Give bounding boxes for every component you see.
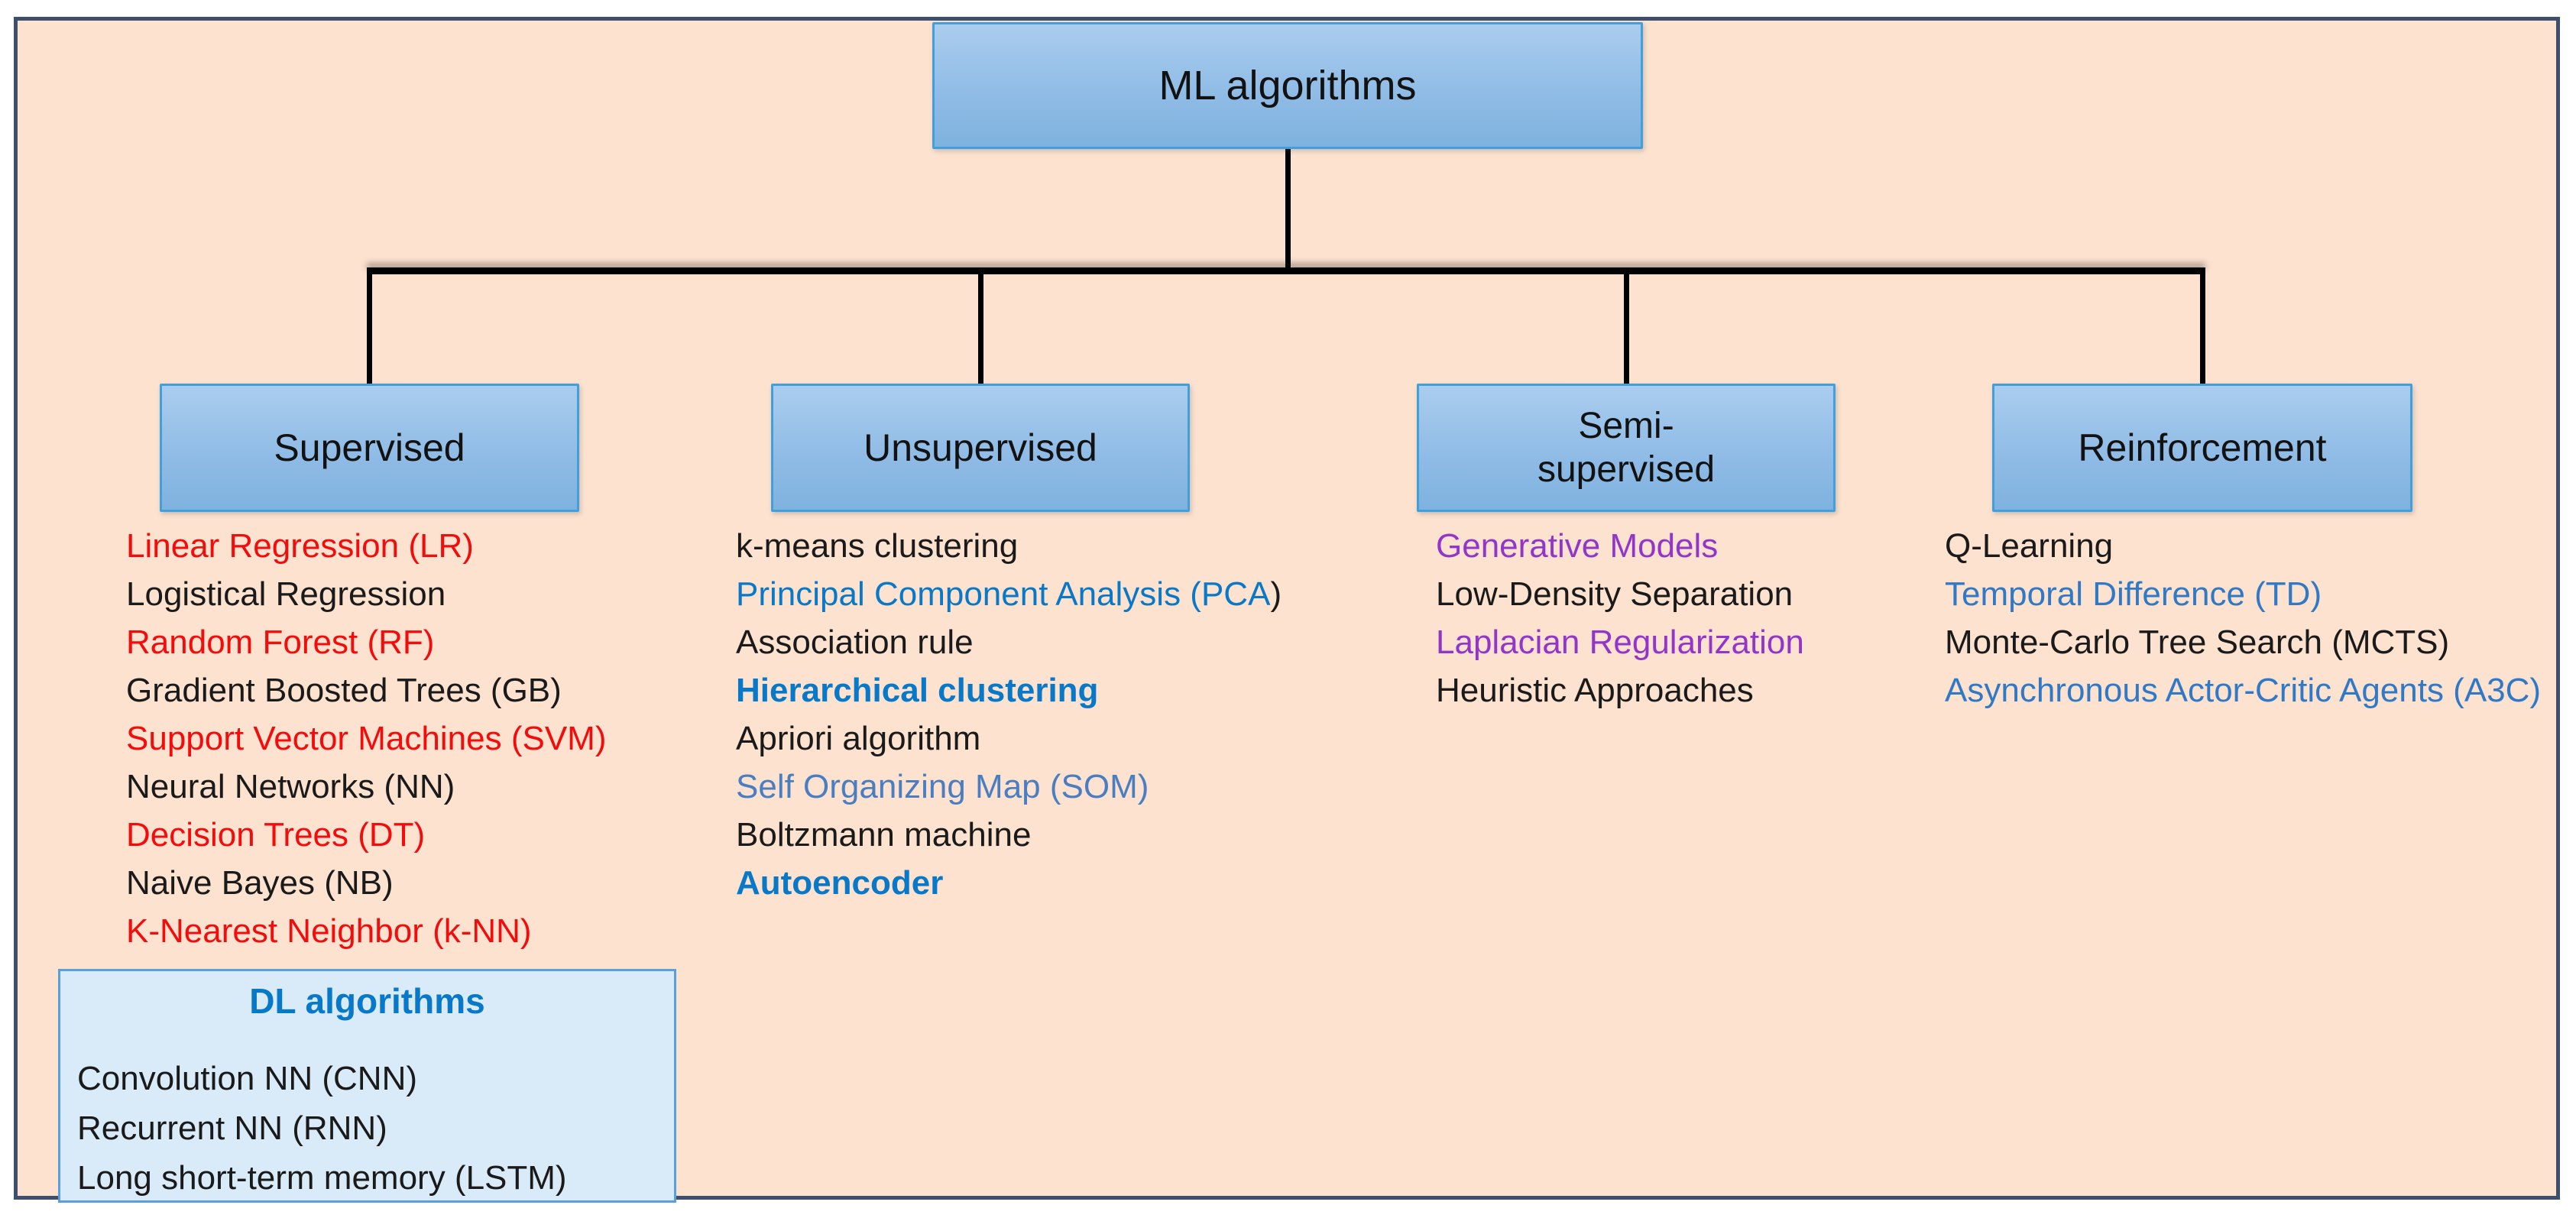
algorithm-item: Random Forest (RF) (126, 624, 435, 661)
category-label: Unsupervised (864, 426, 1097, 469)
algorithm-item: Neural Networks (NN) (126, 768, 455, 805)
root-node-ml-algorithms: ML algorithms (932, 22, 1643, 149)
dl-algorithms-title: DL algorithms (249, 981, 485, 1021)
algorithm-item: Support Vector Machines (SVM) (126, 720, 607, 757)
dl-algorithms-box: DL algorithms Convolution NN (CNN) Recurr… (58, 969, 676, 1203)
connector-drop-supervised (367, 274, 372, 384)
connector-root-stem (1285, 149, 1291, 269)
algorithm-item: Generative Models (1436, 527, 1719, 565)
dl-algorithm-item: Convolution NN (CNN) (77, 1060, 418, 1097)
algorithm-item: Decision Trees (DT) (126, 816, 426, 854)
dl-algorithm-item: Recurrent NN (RNN) (77, 1109, 387, 1147)
category-label: Reinforcement (2078, 426, 2327, 469)
algorithm-item: Self Organizing Map (SOM) (736, 768, 1149, 805)
algorithm-item: Gradient Boosted Trees (GB) (126, 672, 562, 709)
algorithm-item: K-Nearest Neighbor (k-NN) (126, 912, 532, 950)
algorithm-item: Logistical Regression (126, 575, 446, 613)
category-node-unsupervised: Unsupervised (771, 384, 1190, 512)
algorithm-item: Apriori algorithm (736, 720, 981, 757)
supervised-algorithm-list: Linear Regression (LR) Logistical Regress… (126, 522, 676, 955)
connector-drop-unsupervised (978, 274, 983, 384)
category-node-semi-supervised: Semi- supervised (1417, 384, 1836, 512)
algorithm-item: Laplacian Regularization (1436, 624, 1804, 661)
algorithm-item: Boltzmann machine (736, 816, 1032, 854)
category-node-supervised: Supervised (160, 384, 579, 512)
connector-drop-reinforcement (2200, 274, 2205, 384)
algorithm-item: Monte-Carlo Tree Search (MCTS) (1945, 624, 2450, 661)
connector-drop-semi-supervised (1624, 274, 1629, 384)
dl-algorithm-item: Long short-term memory (LSTM) (77, 1159, 567, 1197)
diagram-canvas: ML algorithms Supervised Unsupervised Se… (14, 17, 2560, 1203)
algorithm-item: k-means clustering (736, 527, 1019, 565)
algorithm-item: Principal Component Analysis (PCA) (736, 575, 1282, 613)
algorithm-item: Linear Regression (LR) (126, 527, 474, 565)
algorithm-item: Temporal Difference (TD) (1945, 575, 2322, 613)
category-label: Semi- supervised (1537, 406, 1716, 490)
algorithm-item: Asynchronous Actor-Critic Agents (A3C) (1945, 672, 2542, 709)
algorithm-item: Heuristic Approaches (1436, 672, 1754, 709)
category-label: Supervised (274, 426, 465, 469)
algorithm-item: Naive Bayes (NB) (126, 864, 394, 902)
dl-algorithms-list: Convolution NN (CNN) Recurrent NN (RNN) Lo… (77, 1054, 567, 1203)
root-node-label: ML algorithms (1158, 63, 1417, 109)
algorithm-item: Low-Density Separation (1436, 575, 1793, 613)
connector-horizontal-bar (367, 267, 2205, 274)
algorithm-item: Autoencoder (736, 864, 944, 902)
category-node-reinforcement: Reinforcement (1992, 384, 2412, 512)
algorithm-item: Association rule (736, 624, 974, 661)
algorithm-item: Q-Learning (1945, 527, 2114, 565)
algorithm-item: Hierarchical clustering (736, 672, 1099, 709)
